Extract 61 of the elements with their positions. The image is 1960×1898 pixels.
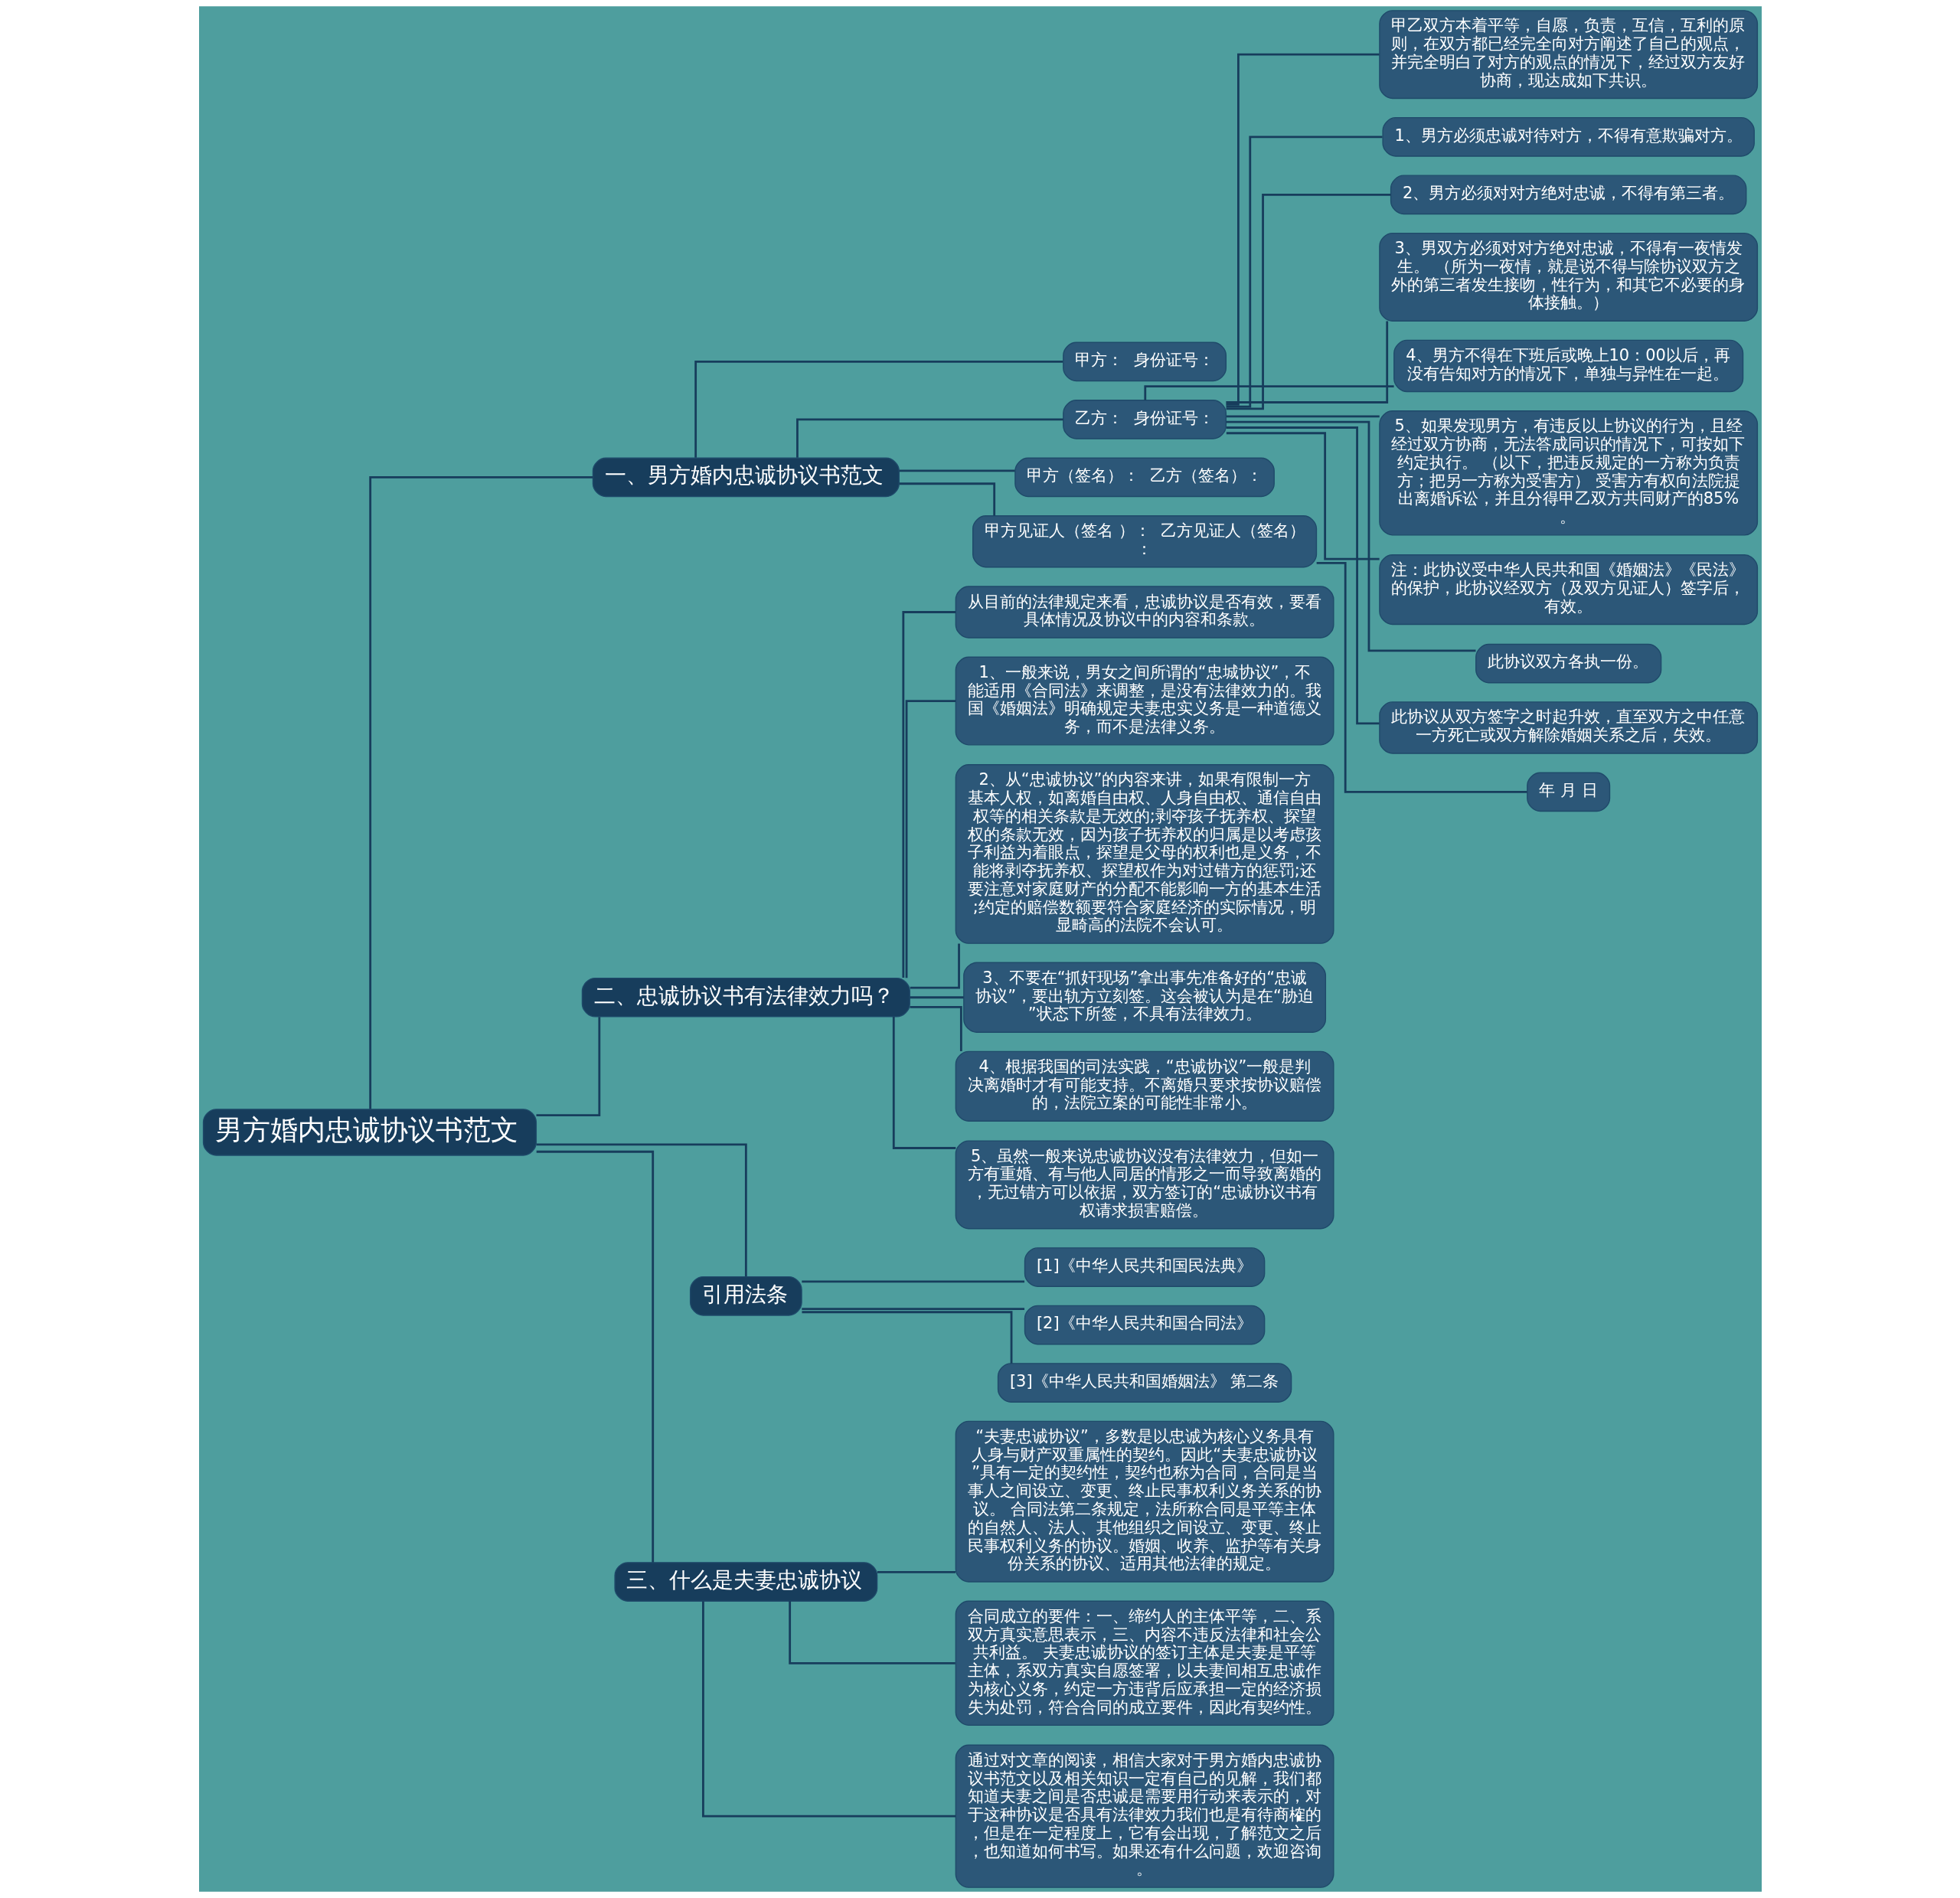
- node-box: [2]《中华人民共和国合同法》: [1024, 1305, 1265, 1345]
- node-box: 甲方见证人（签名 ）： 乙方见证人（签名）：: [972, 515, 1317, 568]
- node-box: [1]《中华人民共和国民法典》: [1024, 1247, 1265, 1287]
- node-box: 5、虽然一般来说忠诚协议没有法律效力，但如一方有重婚、有与他人同居的情形之一而导致离婚的，无过错方可以依据，双方签订的“忠诚协议书有权请求损害赔偿。: [955, 1140, 1334, 1230]
- node-box: 甲方： 身份证号：: [1062, 341, 1227, 382]
- connector: [536, 1143, 747, 1277]
- node-box: 甲乙双方本着平等，自愿，负责，互信，互利的原则，在双方都已经完全向对方阐述了自己的观点，并完全明白了对方的观点的情况下，经过双方友好协商，现达成如下共识。: [1378, 10, 1758, 100]
- connector: [788, 1601, 956, 1664]
- connector: [910, 943, 960, 989]
- node-box: 甲方（签名）： 乙方（签名）：: [1014, 457, 1275, 498]
- node-box: 此协议从双方签字之时起升效，直至双方之中任意一方死亡或双方解除婚姻关系之后，失效。: [1378, 701, 1758, 754]
- node-box: 1、男方必须忠诚对待对方，不得有意欺骗对方。: [1381, 116, 1755, 157]
- node-box: 年 月 日: [1526, 772, 1610, 812]
- connector: [694, 361, 1063, 458]
- connector: [795, 418, 1063, 458]
- node-box: 2、从“忠诚协议”的内容来讲，如果有限制一方基本人权，如离婚自由权、人身自由权、通信自由权等的相关条款是无效的;剥夺孩子抚养权、探望权的条款无效，因为孩子抚养权的归属是以考虑孩子利益为着眼点，探望是父母的权利也是义务，不能将剥夺抚养权、探望权作为对过错方的惩罚;还要注意对家庭财产的分配不能影响一方的基本生活;约定的赔偿数额要符合家庭经济的实际情况，明显畸高的法院不会认可。: [955, 764, 1334, 944]
- connector: [1226, 136, 1383, 408]
- connector: [368, 475, 593, 1109]
- node-box: 乙方： 身份证号：: [1062, 400, 1227, 439]
- node-box: 二、忠诚协议书有法律效力吗？: [581, 977, 910, 1018]
- connector: [1226, 432, 1380, 560]
- connector: [1226, 415, 1380, 418]
- node-box: 此协议双方各执一份。: [1475, 643, 1661, 684]
- connector: [901, 611, 956, 978]
- node-box: 4、根据我国的司法实践，“忠诚协议”一般是判决离婚时才有可能支持。不离婚只要求按协议赔偿的，法院立案的可能性非常小。: [955, 1050, 1334, 1122]
- node-box: 一、男方婚内忠诚协议书范文: [592, 457, 900, 498]
- connector: [1226, 193, 1390, 410]
- node-box: 注：此协议受中华人民共和国《婚姻法》《民法》的保护，此协议经双方（及双方见证人）签字后，有效。: [1378, 554, 1758, 626]
- node-box: 合同成立的要件：一、缔约人的主体平等，二、系双方真实意思表示，三、内容不违反法律和社会公共利益。 夫妻忠诚协议的签订主体是夫妻是平等主体，系双方真实自愿签署，以夫妻间相互忠诚作为核心义务，约定一方违背后应承担一定的经济损失为处罚，符合合同的成立要件，因此有契约性。: [955, 1600, 1334, 1726]
- connector: [801, 1308, 1024, 1310]
- node-box: 从目前的法律规定来看，忠诚协议是否有效，要看具体情况及协议中的内容和条款。: [955, 586, 1334, 639]
- node-box: 4、男方不得在下班后或晚上10：00以后，再没有告知对方的情况下，单独与异性在一起。: [1393, 339, 1743, 393]
- connector: [899, 469, 1015, 472]
- connector: [1226, 426, 1380, 725]
- node-box: “夫妻忠诚协议”，多数是以忠诚为核心义务具有人身与财产双重属性的契约。因此“夫妻忠诚协议”具有一定的契约性，契约也称为合同，合同是当事人之间设立、变更、终止民事权利义务关系的协议。 合同法第二条规定，法所称合同是平等主体的自然人、法人、其他组织之间设立、变更、终止民事权利义务的协议。婚姻、收养、监护等有关身份关系的协议、适用其他法律的规定。: [955, 1420, 1334, 1583]
- connector: [1226, 420, 1475, 652]
- node-box: 引用法条: [689, 1276, 802, 1316]
- node-box: [3]《中华人民共和国婚姻法》 第二条: [997, 1363, 1292, 1403]
- connector: [701, 1601, 956, 1818]
- node-box: 1、一般来说，男女之间所谓的“忠城协议”，不能适用《合同法》来调整，是没有法律效力的。我国《婚姻法》明确规定夫妻忠实义务是一种道德义务，而不是法律义务。: [955, 656, 1334, 746]
- node-box: 2、男方必须对对方绝对忠诚，不得有第三者。: [1390, 175, 1746, 215]
- connector: [899, 482, 995, 516]
- connector: [1143, 385, 1394, 400]
- connector: [1225, 53, 1380, 406]
- connector: [536, 1017, 600, 1116]
- connector: [801, 1280, 1024, 1283]
- connector: [892, 1017, 956, 1149]
- connector: [909, 1005, 962, 1052]
- connector: [1316, 562, 1527, 793]
- connector: [877, 1571, 956, 1573]
- connector: [801, 1311, 1012, 1364]
- node-box: 3、不要在“抓奸现场”拿出事先准备好的“忠诚协议”，要出轨方立刻签。这会被认为是在“胁迫”状态下所签，不具有法律效力。: [962, 962, 1326, 1033]
- connector: [1225, 321, 1388, 403]
- connector: [905, 700, 956, 978]
- node-box: 三、什么是夫妻忠诚协议: [613, 1562, 877, 1602]
- node-box: 通过对文章的阅读，相信大家对于男方婚内忠诚协议书范文以及相关知识一定有自己的见解，我们都知道夫妻之间是否忠诚是需要用行动来表示的，对于这种协议是否具有法律效力我们也是有待商榷的，但是在一定程度上，它有会出现，了解范文之后，也知道如何书写。如果还有什么问题，欢迎咨询。: [955, 1744, 1334, 1888]
- node-box: 3、男双方必须对对方绝对忠诚，不得有一夜情发生。 （所为一夜情，就是说不得与除协议双方之外的第三者发生接吻，性行为，和其它不必要的身体接触。）: [1378, 232, 1758, 322]
- node-box: 5、如果发现男方，有违反以上协议的行为，且经经过双方协商，无法答成同识的情况下，可按如下约定执行。 （以下，把违反规定的一方称为负责方；把另一方称为受害方） 受害方有权向法院提出离婚诉讼，并且分得甲乙双方共同财产的85%。: [1378, 410, 1758, 536]
- node-box: 男方婚内忠诚协议书范文: [202, 1109, 537, 1156]
- connector: [536, 1150, 654, 1563]
- connector: [909, 996, 964, 999]
